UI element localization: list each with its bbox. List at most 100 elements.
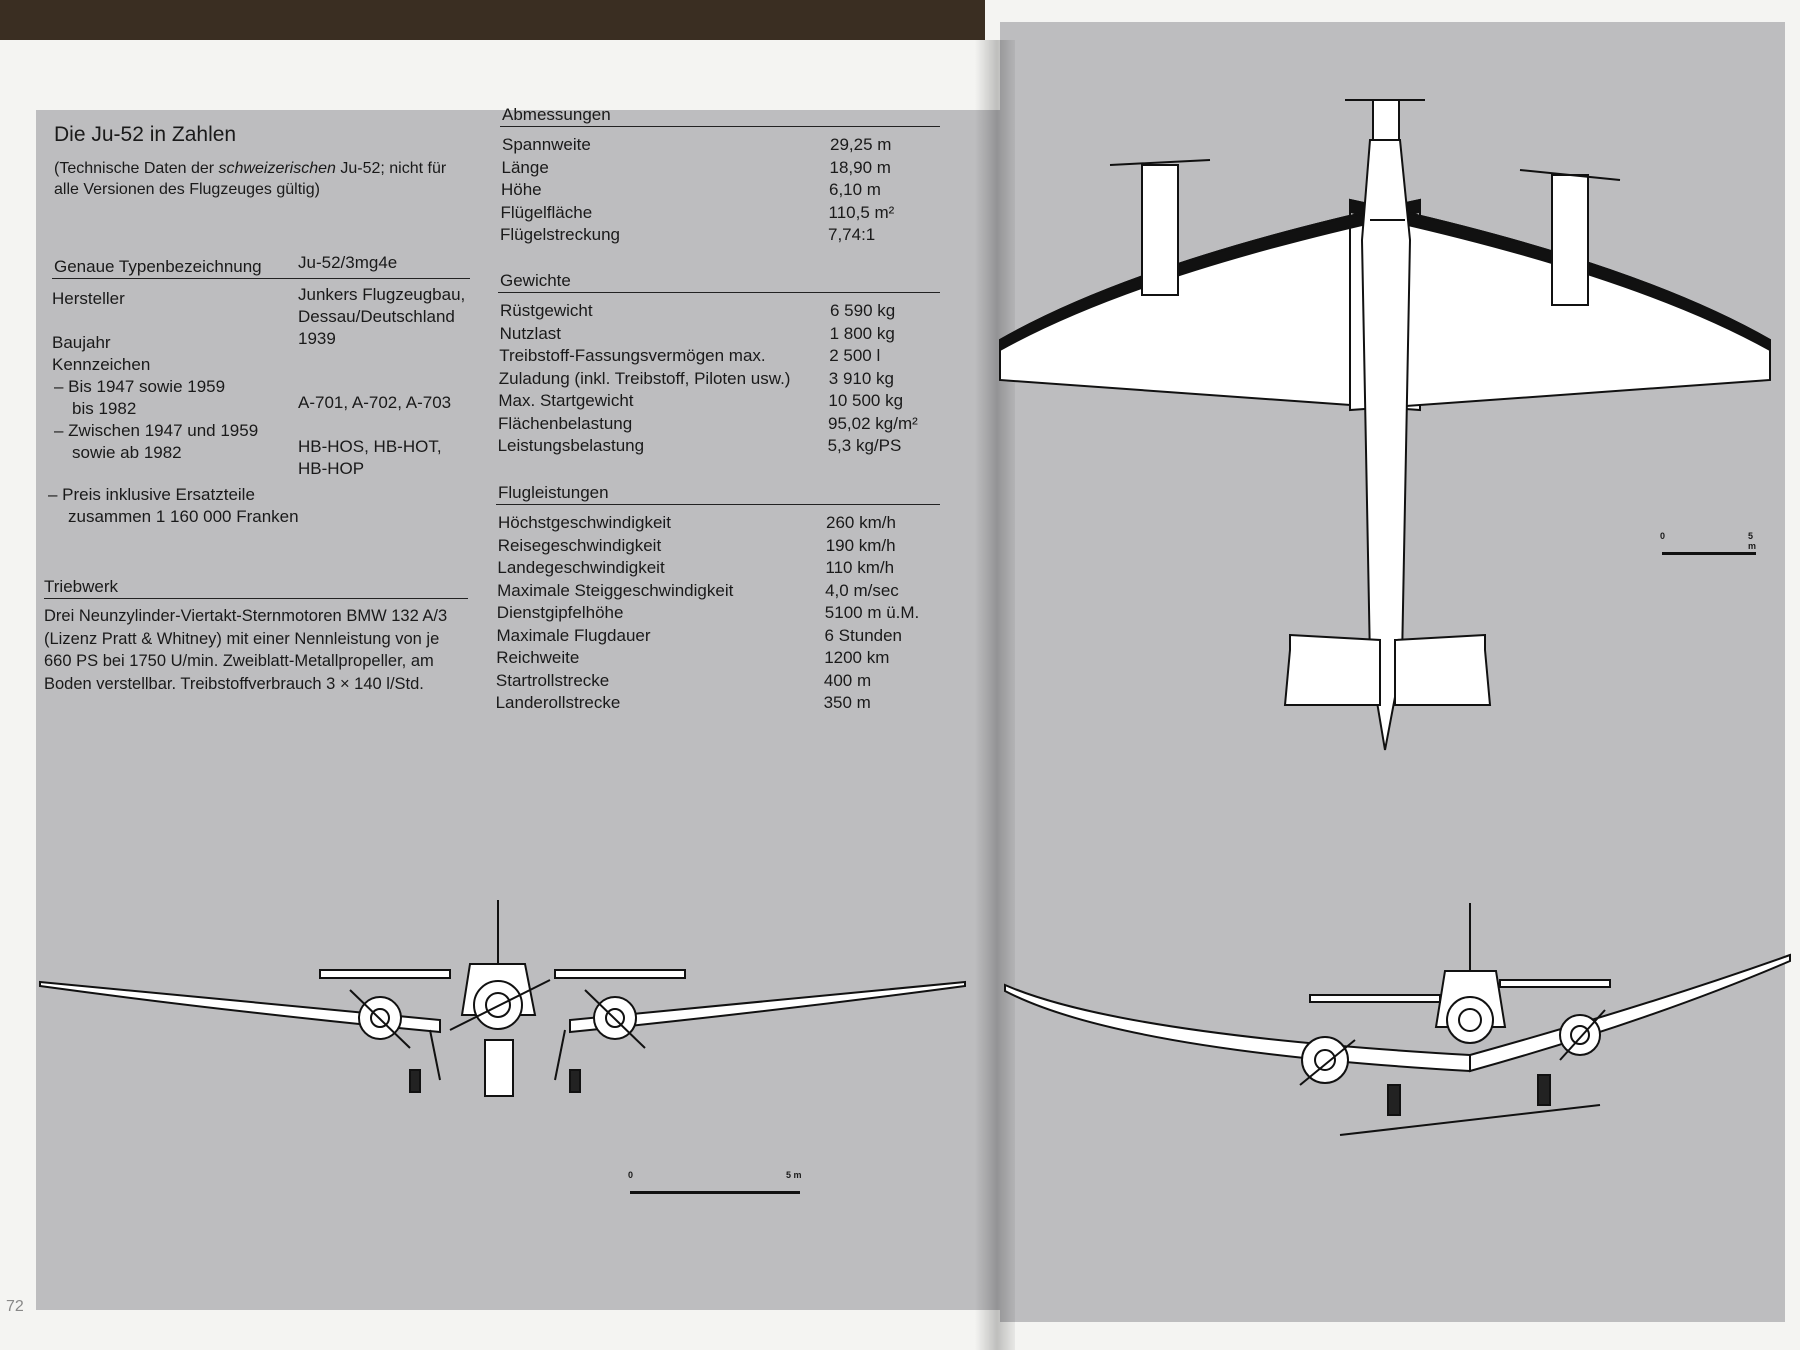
engine-description: Drei Neunzylinder-Viertakt-Sternmotoren …	[44, 607, 448, 693]
dimensions-heading: Abmessungen	[502, 105, 611, 124]
type-designation-label: Genaue Typenbezeichnung	[54, 257, 262, 276]
spec-label: Reisegeschwindigkeit	[497, 535, 662, 555]
spec-label: Max. Startgewicht	[498, 391, 634, 410]
spec-value: 18,90 m	[829, 157, 891, 177]
divider	[52, 278, 470, 279]
spec-value: 110 km/h	[825, 558, 895, 577]
spec-value: 1 800 kg	[829, 323, 895, 343]
scale-bar-left: 0 5 m	[628, 1170, 810, 1202]
scale-zero-label: 0	[628, 1170, 634, 1180]
divider	[496, 504, 940, 505]
registration-b-value-2: HB-HOP	[298, 459, 365, 478]
spec-row: Reichweite 1200 km	[496, 647, 956, 670]
scale-zero-label: 0	[1660, 531, 1666, 541]
spec-row: Leistungsbelastung 5,3 kg/PS	[498, 435, 958, 458]
price-line-2: zusammen 1 160 000 Franken	[68, 507, 299, 526]
price-line-1: – Preis inklusive Ersatzteile	[48, 485, 255, 504]
intro-note: (Technische Daten der schweizerischen Ju…	[54, 160, 447, 198]
engine-heading: Triebwerk	[44, 577, 118, 596]
spec-label: Maximale Flugdauer	[496, 625, 651, 645]
divider	[44, 598, 468, 599]
spec-row: Landerollstrecke 350 m	[496, 692, 956, 715]
spec-label: Startrollstrecke	[495, 670, 610, 690]
spec-label: Höchstgeschwindigkeit	[498, 513, 671, 532]
spec-value: 5,3 kg/PS	[827, 436, 902, 455]
spec-row: Zuladung (inkl. Treibstoff, Piloten usw.…	[499, 368, 959, 391]
spec-row: Flächenbelastung 95,02 kg/m²	[498, 413, 958, 436]
page-number: 72	[6, 1298, 24, 1315]
registration-label: Kennzeichen	[52, 355, 151, 374]
registration-b-value-1: HB-HOS, HB-HOT,	[298, 437, 442, 456]
manufacturer-label: Hersteller	[52, 289, 125, 308]
spec-row: Maximale Steiggeschwindigkeit 4,0 m/sec	[497, 580, 957, 603]
spec-row: Landegeschwindigkeit 110 km/h	[497, 557, 957, 580]
registration-a-line1: – Bis 1947 sowie 1959	[54, 377, 226, 396]
registration-b-line2: sowie ab 1982	[72, 443, 182, 462]
left-gray-panel	[36, 110, 1001, 1310]
spec-row: Flügelfläche 110,5 m²	[501, 202, 961, 225]
type-designation-value: Ju-52/3mg4e	[298, 253, 398, 272]
spec-value: 6 590 kg	[830, 301, 896, 320]
spec-value: 350 m	[823, 693, 871, 712]
performance-heading: Flugleistungen	[498, 483, 609, 502]
spec-label: Flächenbelastung	[498, 413, 633, 433]
spec-row: Startrollstrecke 400 m	[496, 670, 956, 693]
spec-label: Flügelstreckung	[500, 225, 621, 244]
spec-label: Zuladung (inkl. Treibstoff, Piloten usw.…	[498, 368, 791, 388]
page-title: Die Ju-52 in Zahlen	[54, 123, 237, 146]
spec-label: Spannweite	[502, 135, 591, 154]
scale-bar-line	[630, 1191, 800, 1194]
spec-label: Höhe	[501, 180, 542, 199]
registration-a-value: A-701, A-702, A-703	[298, 393, 452, 412]
spec-row: Reisegeschwindigkeit 190 km/h	[498, 535, 958, 558]
spec-value: 4,0 m/sec	[825, 580, 899, 600]
spec-row: Flügelstreckung 7,74:1	[500, 224, 960, 247]
spec-label: Leistungsbelastung	[497, 436, 645, 455]
manufacturer-value-2: Dessau/Deutschland	[298, 307, 455, 326]
registration-b-line1: – Zwischen 1947 und 1959	[54, 421, 259, 440]
spec-value: 400 m	[823, 670, 872, 690]
spec-value: 1200 km	[824, 648, 890, 667]
spec-row: Nutzlast 1 800 kg	[500, 323, 960, 346]
scale-five-label: 5 m	[786, 1170, 802, 1180]
spec-label: Treibstoff-Fassungsvermögen max.	[499, 346, 766, 365]
scale-five-label: 5 m	[1748, 531, 1757, 551]
spec-value: 95,02 kg/m²	[828, 413, 918, 433]
spec-value: 6 Stunden	[824, 625, 903, 645]
spec-label: Rüstgewicht	[500, 301, 593, 320]
spec-label: Reichweite	[496, 648, 580, 667]
spec-value: 2 500 l	[829, 346, 881, 365]
spec-label: Maximale Steiggeschwindigkeit	[497, 580, 734, 600]
divider	[498, 292, 940, 293]
spec-label: Nutzlast	[499, 323, 562, 343]
book-spine-shadow	[975, 40, 1015, 1350]
weights-heading: Gewichte	[500, 271, 571, 290]
front-view-drawing	[39, 900, 966, 1097]
spec-value: 7,74:1	[828, 225, 876, 244]
spec-row: Maximale Flugdauer 6 Stunden	[497, 625, 957, 648]
spec-row: Höchstgeschwindigkeit 260 km/h	[498, 512, 958, 535]
build-year-label: Baujahr	[52, 333, 111, 352]
spec-value: 10 500 kg	[828, 391, 904, 410]
scale-bar-right: 0 5 m	[1660, 531, 1762, 563]
spec-row: Höhe 6,10 m	[501, 179, 961, 202]
scale-bar-line	[1662, 552, 1756, 555]
front-oblique-view-drawing	[1004, 903, 1791, 1136]
spec-row: Treibstoff-Fassungsvermögen max. 2 500 l	[499, 345, 959, 368]
spec-label: Flügelfläche	[500, 202, 593, 222]
divider	[500, 126, 940, 127]
registration-a-line2: bis 1982	[72, 399, 137, 418]
spec-row: Max. Startgewicht 10 500 kg	[498, 390, 958, 413]
build-year-value: 1939	[298, 329, 336, 348]
manufacturer-value-1: Junkers Flugzeugbau,	[298, 285, 466, 304]
spec-label: Landegeschwindigkeit	[497, 558, 665, 577]
spec-label: Dienstgipfelhöhe	[496, 603, 624, 622]
spec-value: 260 km/h	[826, 513, 896, 532]
spec-value: 6,10 m	[829, 180, 881, 199]
spec-value: 110,5 m²	[828, 202, 895, 222]
spec-value: 190 km/h	[825, 535, 896, 555]
spec-label: Landerollstrecke	[495, 693, 621, 712]
